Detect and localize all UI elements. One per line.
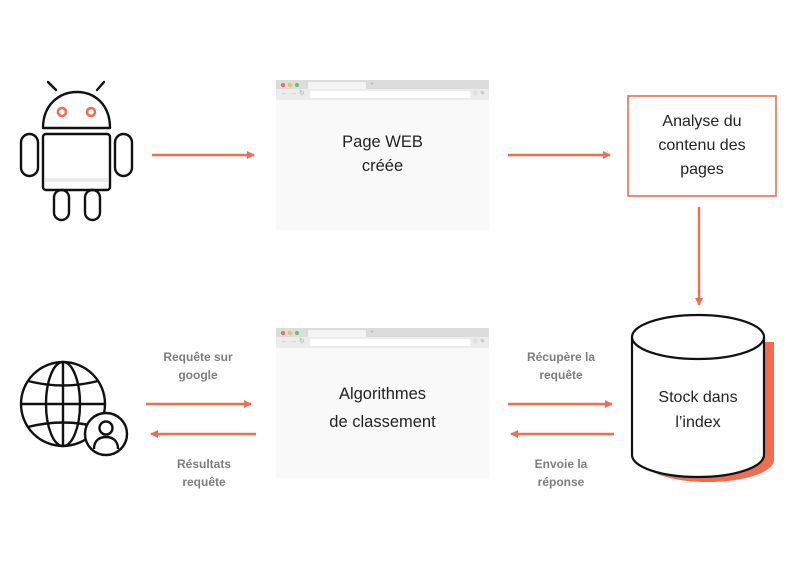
edge-recupere-line1: Récupère la xyxy=(526,350,596,364)
new-tab-icon: + xyxy=(370,329,375,336)
browser-tabbar xyxy=(276,328,489,337)
nav-arrows-icon: ← → ↻ xyxy=(281,338,305,345)
stock-line2: l’index xyxy=(675,414,721,431)
browser-tabbar xyxy=(276,80,489,89)
analyse-line3: pages xyxy=(680,161,724,178)
globe-user-icon xyxy=(19,360,129,457)
close-dot-icon xyxy=(281,83,285,87)
url-bar xyxy=(310,91,470,98)
stock-line1: Stock dans xyxy=(658,389,738,406)
edge-requete-line1: Requête sur xyxy=(163,350,233,364)
page-web-line1: Page WEB xyxy=(342,133,423,151)
star-menu-icon: ☆ ≡ xyxy=(472,338,485,345)
new-tab-icon: + xyxy=(370,81,375,88)
minimize-dot-icon xyxy=(288,83,292,87)
maximize-dot-icon xyxy=(295,83,299,87)
browser-tab xyxy=(308,330,366,337)
edge-requete-line2: google xyxy=(178,368,218,382)
browser-algorithmes: + ← → ↻ ☆ ≡ Algorithmes de classement xyxy=(276,328,489,478)
nav-arrows-icon: ← → ↻ xyxy=(281,90,305,97)
maximize-dot-icon xyxy=(295,331,299,335)
star-menu-icon: ☆ ≡ xyxy=(472,90,485,97)
edge-envoie-line1: Envoie la xyxy=(534,457,588,471)
analyse-line1: Analyse du xyxy=(662,113,742,130)
minimize-dot-icon xyxy=(288,331,292,335)
browser-page-web: + ← → ↻ ☆ ≡ Page WEB créée xyxy=(276,80,489,230)
android-robot-icon xyxy=(19,80,134,222)
edge-resultats-line1: Résultats xyxy=(176,457,232,471)
edge-resultats-line2: requête xyxy=(182,475,226,489)
url-bar xyxy=(310,339,470,346)
page-web-line2: créée xyxy=(361,157,404,175)
analyse-line2: contenu des xyxy=(658,137,746,154)
browser-tab xyxy=(308,82,366,89)
android-body-stripe xyxy=(45,178,108,182)
close-dot-icon xyxy=(281,331,285,335)
analyse-box-border xyxy=(627,95,777,197)
algorithmes-line1: Algorithmes xyxy=(338,385,427,403)
edge-recupere-line2: requête xyxy=(539,368,583,382)
algorithmes-line2: de classement xyxy=(329,413,436,431)
edge-envoie-line2: réponse xyxy=(537,475,585,489)
database-cylinder-icon xyxy=(630,313,774,482)
